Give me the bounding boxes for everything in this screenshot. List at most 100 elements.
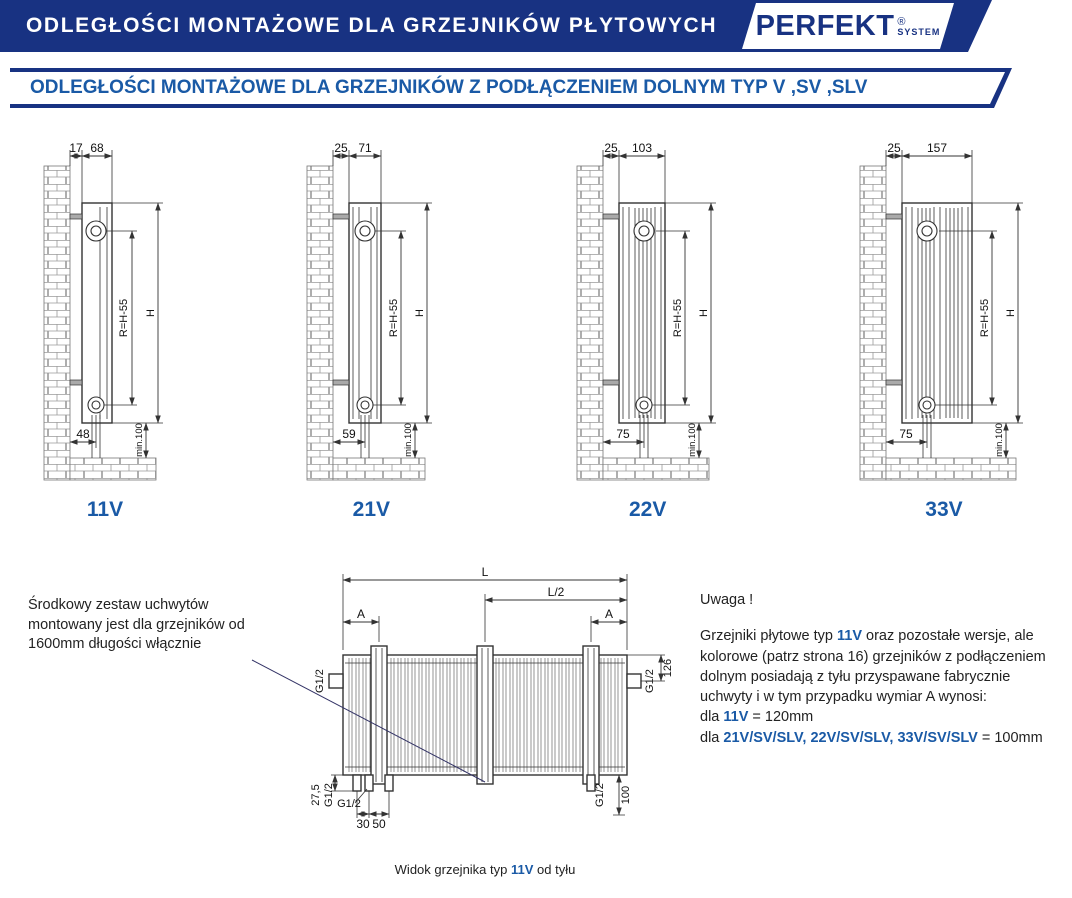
- rear-view-drawing: L L/2 A A G1/2: [310, 565, 674, 831]
- dim-27-5: 27,5: [310, 784, 322, 805]
- bottom-dimension: 59: [332, 415, 366, 448]
- dim-wall-gap: 25: [604, 141, 618, 155]
- diagram-cell-33v: 25 157 R=H-55 H min.100: [846, 128, 1042, 522]
- valves: [633, 220, 655, 414]
- perfekt-logo: PERFEKT ® SYSTEM: [742, 3, 954, 49]
- dim-min: min.100: [994, 423, 1005, 457]
- floor: [602, 457, 710, 481]
- dim-L: L: [482, 565, 489, 579]
- bracket-bottom: [885, 379, 903, 386]
- bracket-bottom: [602, 379, 620, 386]
- bracket-top: [69, 213, 83, 220]
- type-label-33v: 33V: [925, 498, 963, 521]
- top-dimensions: L L/2 A A: [342, 565, 628, 650]
- dim-bottom: 75: [616, 427, 630, 441]
- notice-line-11v: dla 11V = 120mm: [700, 707, 1056, 727]
- diagram-33v-drawing: 25 157 R=H-55 H min.100: [859, 141, 1023, 481]
- radiator-panels: [352, 207, 378, 419]
- rear-view-wrap: L L/2 A A G1/2: [295, 560, 675, 865]
- dim-depth: 71: [359, 141, 373, 155]
- dim-wall-gap: 25: [335, 141, 349, 155]
- dim-126: 126: [662, 659, 674, 677]
- dim-h: H: [414, 309, 426, 317]
- notice-title: Uwaga !: [700, 592, 754, 608]
- dim-depth: 68: [90, 141, 104, 155]
- caption-suffix: od tyłu: [533, 862, 576, 877]
- bottom-section: Środkowy zestaw uchwytów montowany jest …: [0, 560, 1072, 898]
- diagram-22v-drawing: 25 103 R=H-55 H min.100: [576, 141, 716, 481]
- notice-l1-a: dla: [700, 709, 724, 726]
- top-dimensions: 17 68: [69, 141, 113, 203]
- dim-bottom: 75: [899, 427, 913, 441]
- sub-title-banner-inner: ODLEGŁOŚCI MONTAŻOWE DLA GRZEJNIKÓW Z PO…: [10, 72, 1005, 104]
- bottom-pipes: [639, 415, 649, 458]
- dim-30: 30: [356, 817, 370, 831]
- dim-h: H: [145, 309, 157, 317]
- dim-A-right: A: [605, 607, 613, 621]
- dim-min: min.100: [403, 423, 414, 457]
- radiator-body: [901, 202, 973, 424]
- dim-r: R=H-55: [388, 299, 400, 337]
- dim-depth: 103: [632, 141, 652, 155]
- wall: [306, 165, 334, 481]
- wall: [859, 165, 887, 481]
- thread-label-bottom-pipes: G1/2: [337, 798, 361, 810]
- dim-r: R=H-55: [979, 299, 991, 337]
- notice-p1-a: Grzejniki płytowe typ: [700, 628, 837, 645]
- type-label-11v: 11V: [86, 498, 124, 521]
- floor: [69, 457, 157, 481]
- right-dimensions: R=H-55 H min.100: [651, 202, 716, 459]
- dim-r: R=H-55: [118, 299, 130, 337]
- dim-min: min.100: [134, 423, 145, 457]
- dim-r: R=H-55: [672, 299, 684, 337]
- diagram-11v-drawing: 17 68 R=H-55 H min.100: [43, 141, 163, 481]
- bottom-dimension: 48: [69, 415, 97, 448]
- dim-A-left: A: [357, 607, 365, 621]
- sub-title-banner: ODLEGŁOŚCI MONTAŻOWE DLA GRZEJNIKÓW Z PO…: [10, 68, 1012, 108]
- notice-p1-type: 11V: [837, 628, 862, 645]
- bracket-bottom: [69, 379, 83, 386]
- diagram-cell-21v: 25 71 R=H-55 H min.100: [293, 128, 449, 522]
- notice-l2-a: dla: [700, 729, 724, 746]
- bottom-connections: 27,5 G1/2 G1/2 30 50 G1/2 100: [310, 774, 632, 831]
- bracket-top: [332, 213, 350, 220]
- notice-p1-b: oraz pozostałe wersje, ale kolorowe (pat…: [700, 628, 1046, 706]
- notice-l2-b: = 100mm: [977, 729, 1043, 746]
- bottom-pipes: [360, 415, 370, 458]
- notice-l1-b: = 120mm: [748, 709, 814, 726]
- notice-l1-type: 11V: [723, 709, 749, 726]
- bottom-dimension: 75: [885, 415, 928, 448]
- diagram-cell-22v: 25 103 R=H-55 H min.100: [563, 128, 733, 522]
- valves: [85, 220, 107, 414]
- dim-depth: 157: [927, 141, 947, 155]
- bottom-pipes: [922, 415, 932, 458]
- floor: [332, 457, 426, 481]
- radiator-panels: [99, 207, 108, 419]
- floor: [885, 457, 1017, 481]
- notice-block: Uwaga ! Grzejniki płytowe typ 11V oraz p…: [700, 590, 1056, 748]
- logo-brand-text: PERFEKT: [755, 9, 895, 42]
- valves: [354, 220, 376, 414]
- top-dimensions: 25 103: [602, 141, 666, 203]
- diagram-21v-drawing: 25 71 R=H-55 H min.100: [306, 141, 433, 481]
- thread-label-bottom-right: G1/2: [594, 783, 606, 807]
- dim-bottom: 48: [76, 427, 90, 441]
- notice-l2-type: 21V/SV/SLV, 22V/SV/SLV, 33V/SV/SLV: [723, 729, 978, 746]
- caption-type: 11V: [510, 862, 534, 877]
- page-subtitle: ODLEGŁOŚCI MONTAŻOWE DLA GRZEJNIKÓW Z PO…: [30, 77, 868, 98]
- registered-mark-icon: ®: [897, 16, 906, 28]
- radiator-panels: [905, 207, 969, 419]
- bracket-top: [885, 213, 903, 220]
- right-dimensions: R=H-55 H min.100: [934, 202, 1023, 459]
- right-dimensions: R=H-55 H min.100: [373, 202, 433, 459]
- logo-sub-text: SYSTEM: [897, 27, 941, 37]
- rear-view-caption: Widok grzejnika typ 11V od tyłu: [295, 862, 675, 877]
- bottom-pipes: [91, 415, 101, 458]
- caption-prefix: Widok grzejnika typ: [394, 862, 511, 877]
- bracket-bottom: [332, 379, 350, 386]
- type-label-22v: 22V: [628, 498, 667, 521]
- page-title: ODLEGŁOŚCI MONTAŻOWE DLA GRZEJNIKÓW PŁYT…: [26, 14, 718, 37]
- wall: [576, 165, 604, 481]
- top-dimensions: 25 157: [885, 141, 973, 203]
- notice-paragraph: Grzejniki płytowe typ 11V oraz pozostałe…: [700, 626, 1056, 707]
